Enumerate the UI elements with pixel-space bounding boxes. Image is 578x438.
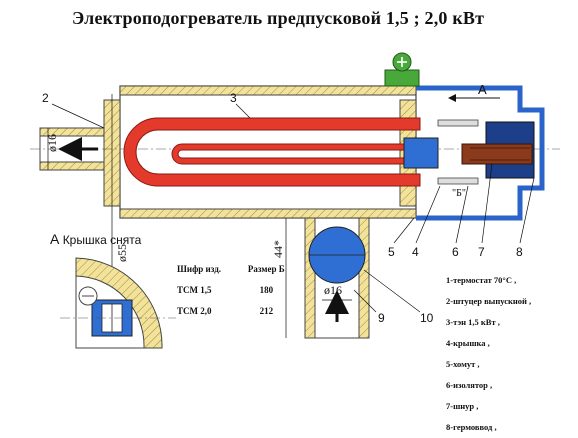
spec-cell-size: 212	[259, 305, 274, 316]
callout-7: 7	[478, 245, 485, 259]
spec-header-size: Размер Б	[247, 263, 285, 274]
legend-item: 3-тэн 1,5 кВт ,	[446, 317, 500, 327]
callout-2: 2	[42, 91, 49, 105]
callout-3: 3	[230, 91, 237, 105]
cover-and-gland	[416, 85, 545, 221]
insulator	[403, 119, 479, 185]
parts-legend: 1-термостат 70°С , 2-штуцер выпускной , …	[446, 270, 574, 438]
legend-item: 1-термостат 70°С ,	[446, 275, 517, 285]
dim-h44: 44*	[271, 240, 285, 258]
main-body	[103, 85, 417, 219]
spec-header-code: Шифр изд.	[177, 263, 221, 274]
legend-item: 6-изолятор ,	[446, 380, 493, 390]
spec-cell-code: ТСМ 2,0	[177, 305, 212, 316]
page-title: Электроподогреватель предпусковой 1,5 ; …	[72, 8, 485, 28]
thermostat-terminal	[384, 52, 420, 87]
callout-4: 4	[412, 245, 419, 259]
dim-d16-bottom: ø16	[324, 283, 342, 297]
dim-d16-left: ø16	[45, 134, 59, 152]
view-arrow-top: А	[448, 82, 500, 102]
spec-header-row: Шифр изд. Размер Б	[174, 258, 294, 279]
spec-cell-size: 180	[259, 284, 274, 295]
view-caption: А Крышка снята	[50, 231, 141, 247]
callout-8: 8	[516, 245, 523, 259]
spec-table: Шифр изд. Размер Б ТСМ 1,5 180 ТСМ 2,0 2…	[174, 258, 294, 321]
callout-9: 9	[378, 311, 385, 325]
view-letter-top: А	[478, 82, 487, 97]
heating-element	[123, 117, 421, 187]
spec-cell-code: ТСМ 1,5	[177, 284, 212, 295]
dimension-lines	[47, 94, 352, 338]
view-a-cover-removed	[60, 257, 176, 349]
spec-row: ТСМ 1,5 180	[174, 279, 294, 300]
legend-item: 8-гермоввод ,	[446, 422, 497, 432]
view-letter: А	[50, 231, 60, 247]
legend-item: 7-шнур ,	[446, 401, 479, 411]
legend-item: 2-штуцер выпускной ,	[446, 296, 532, 306]
inlet-fitting	[304, 217, 370, 339]
callout-6: 6	[452, 245, 459, 259]
callout-10: 10	[420, 311, 434, 325]
callout-5: 5	[388, 245, 395, 259]
dim-b: "Б"	[452, 188, 466, 199]
legend-item: 5-хомут ,	[446, 359, 480, 369]
leader-lines	[51, 103, 535, 313]
legend-item: 4-крышка ,	[446, 338, 490, 348]
view-caption-text: Крышка снята	[62, 233, 142, 247]
dimension-labels: ø16 ø55 44* ø16 "Б"	[45, 134, 466, 297]
dim-d55: ø55	[115, 244, 129, 262]
spec-row: ТСМ 2,0 212	[174, 300, 294, 321]
